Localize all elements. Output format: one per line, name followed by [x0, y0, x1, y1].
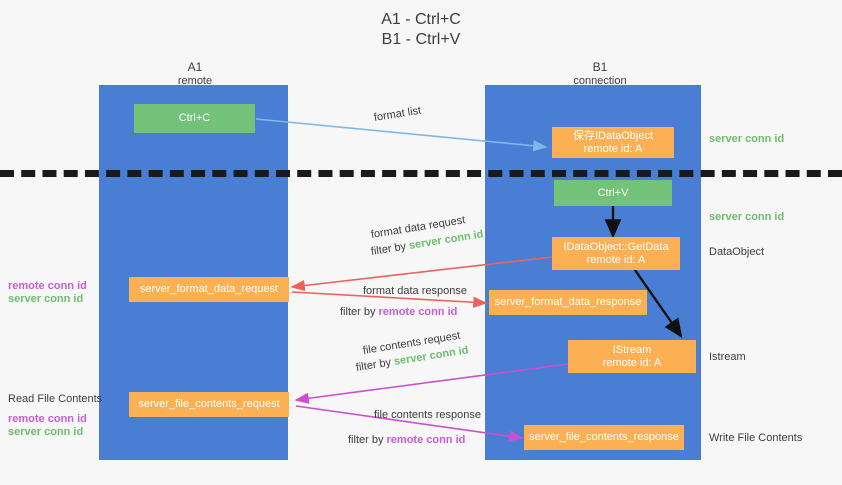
box-istream-line2: remote id: A — [602, 356, 662, 369]
column-a1-name: A1 — [187, 60, 203, 74]
left-label-remote-conn-id-lower: remote conn id — [8, 413, 87, 425]
filter-prefix: filter by — [340, 306, 379, 318]
box-server-file-contents-request[interactable]: server_file_contents_request — [129, 392, 289, 417]
left-label-remote-conn-id-upper: remote conn id — [8, 280, 87, 292]
box-getdata-line2: remote id: A — [586, 253, 646, 266]
left-label-read-file-contents: Read File Contents — [8, 393, 103, 405]
column-b1-sub: connection — [573, 75, 627, 87]
box-server-format-data-response[interactable]: server_format_data_response — [489, 290, 647, 315]
filter-prefix: filter by — [355, 356, 395, 374]
column-header-a1: A1 remote — [150, 60, 240, 88]
box-idataobject-getdata[interactable]: IDataObject::GetData remote id: A — [552, 237, 680, 270]
box-getdata-line1: IDataObject::GetData — [563, 240, 669, 253]
page-title: A1 - Ctrl+C B1 - Ctrl+V — [0, 10, 842, 50]
box-istream-line1: IStream — [612, 343, 652, 356]
box-ctrl-c[interactable]: Ctrl+C — [134, 104, 255, 133]
label-file-contents-response-filter: filter by remote conn id — [348, 433, 465, 447]
box-ctrl-c-label: Ctrl+C — [178, 112, 211, 124]
title-line-2: B1 - Ctrl+V — [381, 31, 461, 48]
box-save-dataobject-line2: remote id: A — [583, 142, 643, 155]
right-label-server-conn-id-top: server conn id — [709, 133, 785, 145]
box-ctrl-v[interactable]: Ctrl+V — [554, 180, 672, 206]
right-label-server-conn-id-mid: server conn id — [709, 211, 785, 223]
box-ctrl-v-label: Ctrl+V — [597, 186, 629, 199]
box-save-dataobject-line1: 保存IDataObject — [572, 129, 654, 142]
right-label-istream: Istream — [709, 351, 746, 363]
label-format-data-response-filter: filter by remote conn id — [340, 305, 457, 319]
left-label-server-conn-id-lower: server conn id — [8, 426, 84, 438]
label-format-data-response: format data response — [363, 285, 467, 297]
box-server-file-contents-request-label: server_file_contents_request — [138, 398, 280, 410]
column-header-b1: B1 connection — [550, 60, 650, 88]
title-line-1: A1 - Ctrl+C — [381, 11, 461, 28]
box-istream[interactable]: IStream remote id: A — [568, 340, 696, 373]
filter-value-remote-conn-id: remote conn id — [386, 434, 466, 446]
left-label-server-conn-id-upper: server conn id — [8, 293, 84, 305]
right-label-dataobject: DataObject — [709, 246, 765, 258]
label-file-contents-response: file contents response — [374, 409, 482, 421]
filter-prefix: filter by — [370, 240, 410, 258]
right-label-write-file-contents: Write File Contents — [709, 432, 803, 444]
column-b1-name: B1 — [592, 60, 608, 74]
box-save-dataobject[interactable]: 保存IDataObject remote id: A — [552, 127, 674, 158]
filter-prefix: filter by — [348, 434, 387, 446]
box-server-format-data-response-label: server_format_data_response — [494, 296, 642, 308]
box-server-file-contents-response-label: server_file_contents_response — [529, 431, 679, 443]
column-a1-sub: remote — [177, 75, 213, 87]
filter-value-remote-conn-id: remote conn id — [378, 306, 458, 318]
box-server-format-data-request-label: server_format_data_request — [139, 283, 279, 295]
box-server-file-contents-response[interactable]: server_file_contents_response — [524, 425, 684, 450]
phase-divider — [0, 170, 842, 177]
box-server-format-data-request[interactable]: server_format_data_request — [129, 277, 289, 302]
label-format-list: format list — [373, 104, 423, 124]
